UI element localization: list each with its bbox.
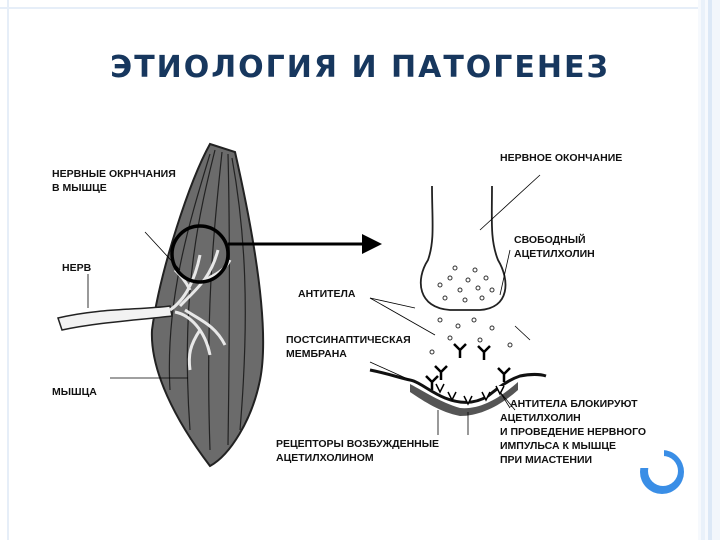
leader-line — [370, 298, 415, 308]
decorative-top-line — [0, 7, 700, 9]
myasthenia-diagram: НЕРВНЫЕ ОКРНЧАНИЯ В МЫШЦЕ НЕРВ МЫШЦА НЕР… — [40, 130, 666, 478]
label-receptors-line2: АЦЕТИЛХОЛИНОМ — [276, 452, 374, 465]
label-free-ach-line1: СВОБОДНЫЙ — [514, 234, 586, 247]
leader-line — [370, 298, 435, 335]
label-antibodies-block-line4: ИМПУЛЬСА К МЫШЦЕ — [500, 440, 616, 453]
decorative-corner-cut — [636, 440, 664, 468]
antibodies — [426, 344, 510, 390]
label-nerve-ending: НЕРВНОЕ ОКОНЧАНИЕ — [500, 152, 622, 165]
label-antibodies-block-line5: ПРИ МИАСТЕНИИ — [500, 454, 592, 467]
slide-title: ЭТИОЛОГИЯ И ПАТОГЕНЕЗ — [0, 50, 720, 85]
label-nerve-endings-line2: В МЫШЦЕ — [52, 182, 107, 195]
label-free-ach-line2: АЦЕТИЛХОЛИН — [514, 248, 595, 261]
leader-line — [515, 326, 530, 340]
label-muscle: МЫШЦА — [52, 386, 97, 399]
label-antibodies-block-line2: АЦЕТИЛХОЛИН — [500, 412, 581, 425]
label-antibodies: АНТИТЕЛА — [298, 288, 356, 301]
big-arrow-head — [362, 234, 382, 254]
label-postsynaptic-line1: ПОСТСИНАПТИЧЕСКАЯ — [286, 334, 411, 347]
leader-line — [480, 175, 540, 230]
label-receptors-line1: РЕЦЕПТОРЫ ВОЗБУЖДЕННЫЕ — [276, 438, 439, 451]
label-nerve: НЕРВ — [62, 262, 91, 275]
label-antibodies-block-line3: И ПРОВЕДЕНИЕ НЕРВНОГО — [500, 426, 646, 439]
label-postsynaptic-line2: МЕМБРАНА — [286, 348, 347, 361]
label-antibodies-block-line1: АНТИТЕЛА БЛОКИРУЮТ — [510, 398, 638, 411]
label-nerve-endings-line1: НЕРВНЫЕ ОКРНЧАНИЯ — [52, 168, 176, 181]
muscle-shape — [152, 144, 263, 466]
